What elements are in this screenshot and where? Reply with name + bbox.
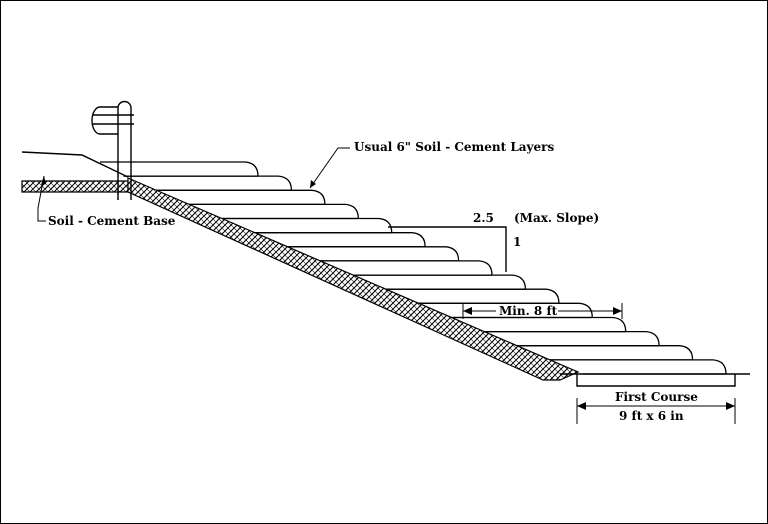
layers-leader-arrow <box>310 180 316 188</box>
slope-note-label: (Max. Slope) <box>514 211 599 225</box>
min-width-dimension <box>462 303 623 319</box>
base-leader <box>37 175 46 222</box>
slope-horizontal-label: 2.5 <box>473 211 494 225</box>
layers-leader <box>309 147 350 189</box>
slope-vertical-label: 1 <box>513 235 521 249</box>
slope-triangle <box>388 226 507 272</box>
layers-label: Usual 6" Soil - Cement Layers <box>354 140 554 154</box>
soil-cement-layer <box>100 161 259 177</box>
first-course-footing <box>576 374 736 387</box>
first-course-label: First Course <box>615 390 698 404</box>
base-label: Soil - Cement Base <box>48 214 176 228</box>
base-leader-arrow <box>41 176 46 185</box>
first-course-dim-label: 9 ft x 6 in <box>619 409 684 423</box>
ground-line <box>21 151 129 178</box>
slope-compacted-band <box>127 177 580 381</box>
min-width-label: Min. 8 ft <box>499 304 558 318</box>
first-course-dimension <box>576 398 736 424</box>
guard-post <box>91 100 134 200</box>
soil-cement-layers <box>100 161 727 375</box>
soil-cement-base <box>21 180 129 193</box>
